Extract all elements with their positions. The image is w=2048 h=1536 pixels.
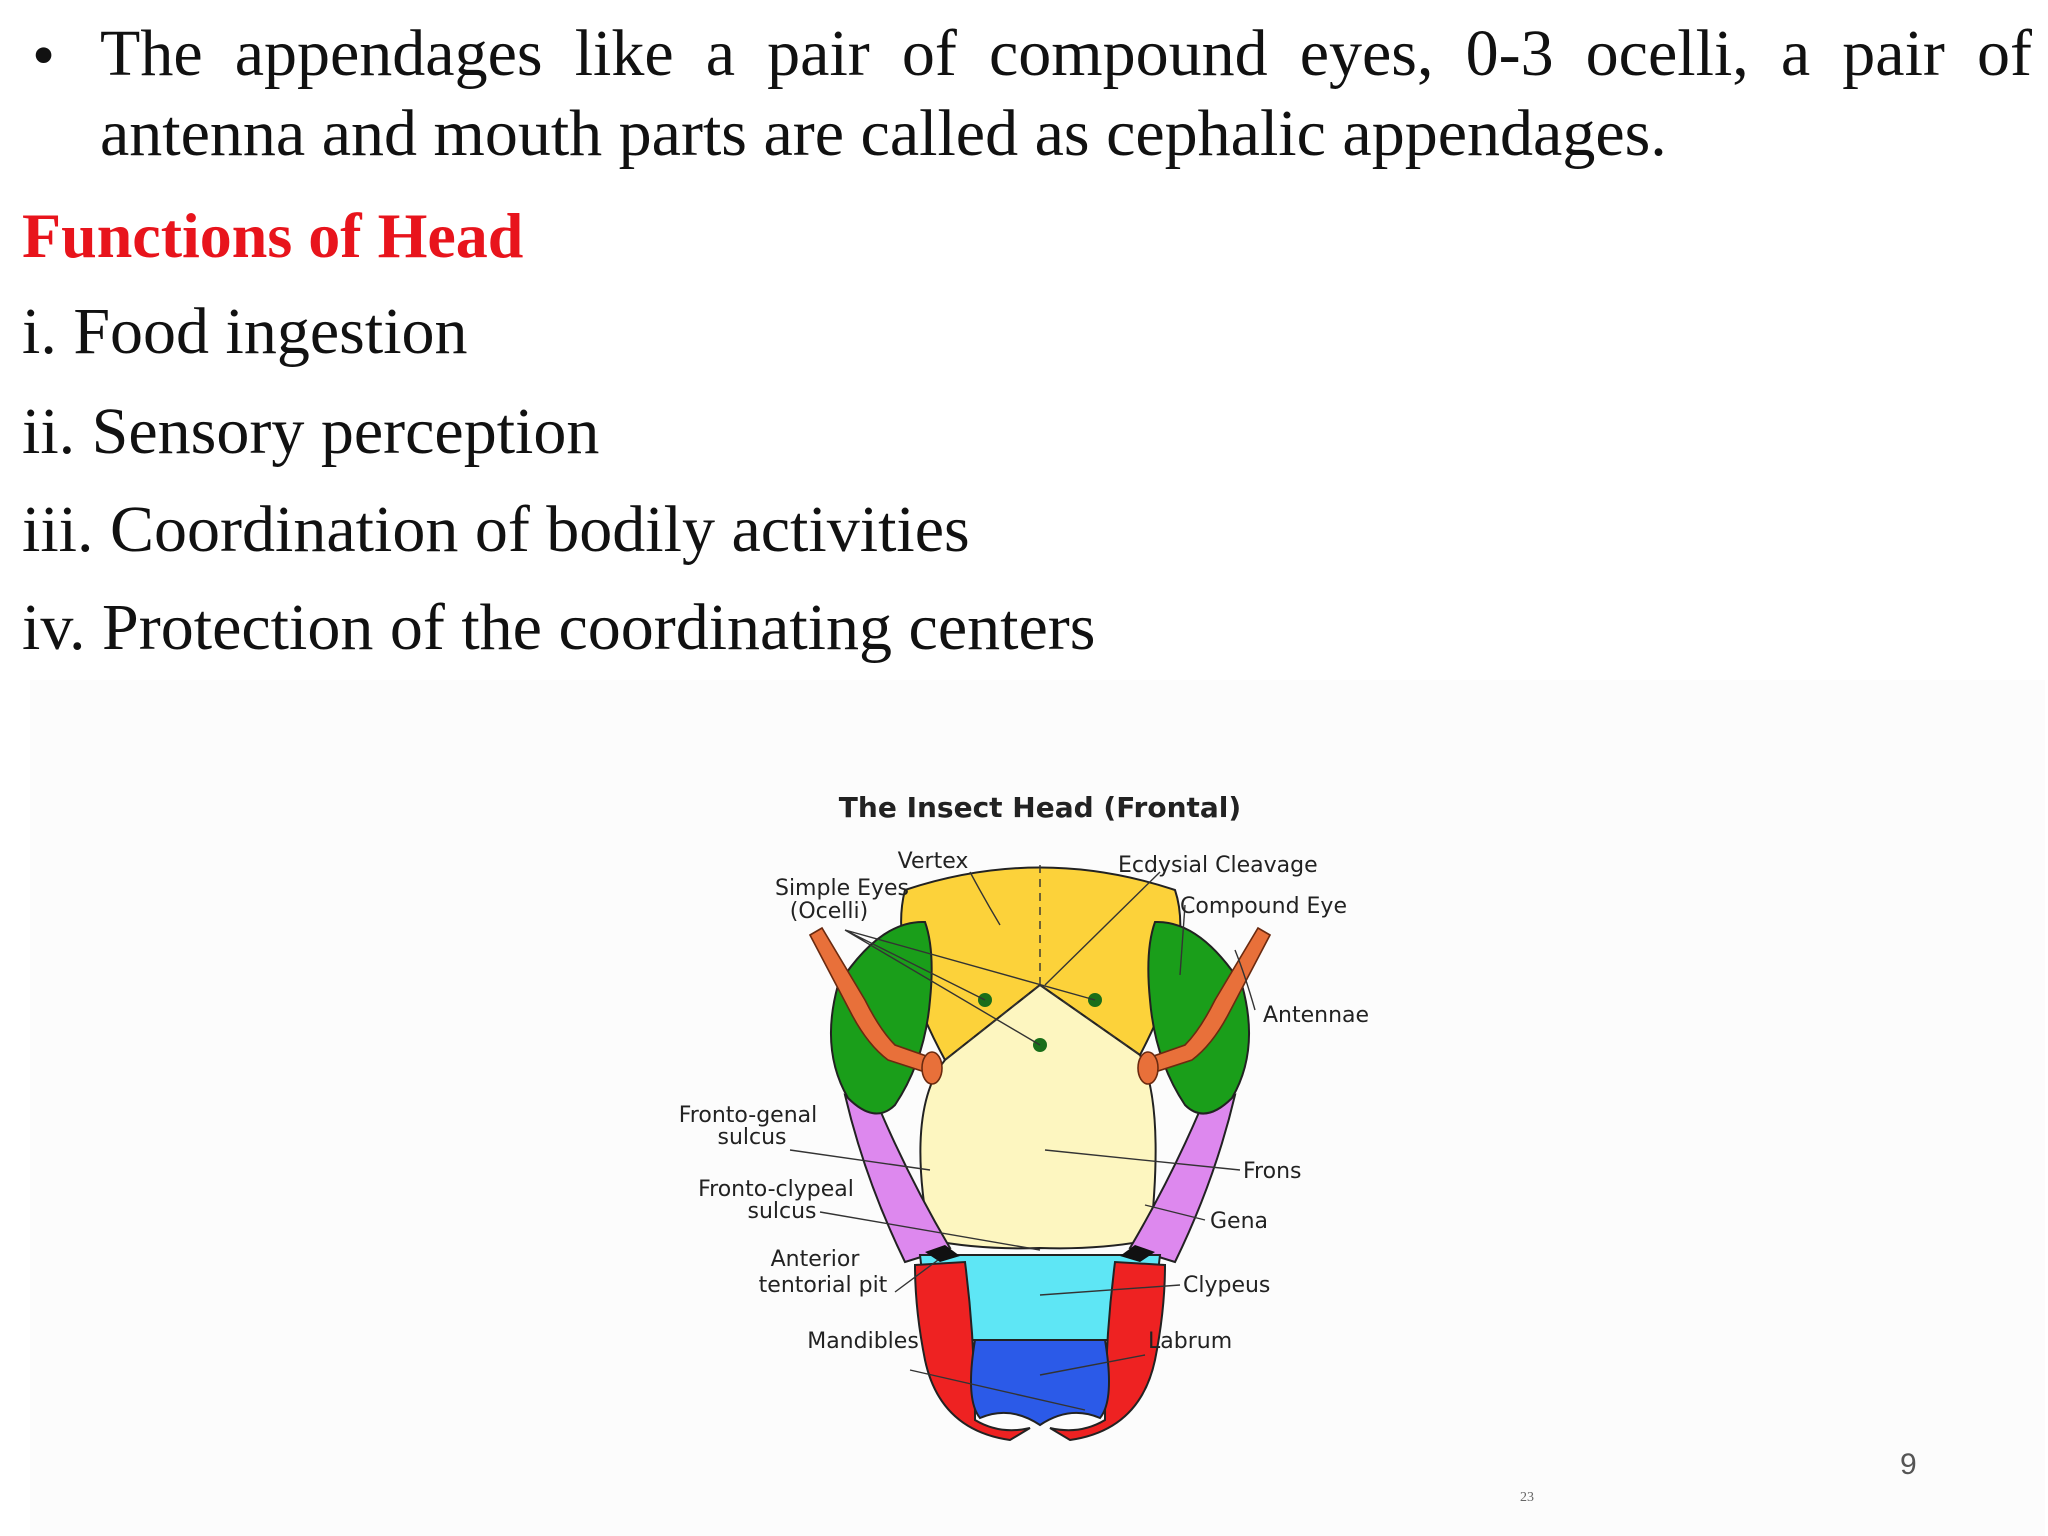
tentorial-pit-left [925,1245,960,1262]
diagram-title: The Insect Head (Frontal) [839,791,1241,824]
bullet-item: • The appendages like a pair of compound… [22,14,2032,174]
frons-region [919,983,1157,1250]
function-item: i. Food ingestion [22,295,468,368]
label-antennae: Antennae [1263,1003,1369,1028]
bullet-text: The appendages like a pair of compound e… [100,17,2032,170]
label-mandibles: Mandibles [807,1329,919,1354]
compound-eye-right [1147,920,1251,1115]
label-clypeus: Clypeus [1183,1273,1270,1298]
label-compound-eye: Compound Eye [1180,894,1347,919]
labrum-region [970,1339,1110,1427]
label-labrum: Labrum [1148,1329,1232,1354]
function-item: iii. Coordination of bodily activities [22,493,970,566]
label-fronto-genal: Fronto-genal [679,1103,818,1128]
label-gena: Gena [1210,1209,1268,1234]
label-fronto-clypeal-sulcus: sulcus [747,1199,816,1224]
tentorial-pit-right [1120,1245,1155,1262]
function-item: iv. Protection of the coordinating cente… [22,591,1096,664]
label-anterior: Anterior [771,1247,861,1272]
label-fronto-clypeal: Fronto-clypeal [698,1177,854,1202]
insect-head-diagram: The Insect Head (Frontal) [679,791,1369,1442]
antenna-left [808,926,943,1085]
antenna-right [1137,926,1272,1085]
function-item: ii. Sensory perception [22,395,600,468]
section-heading: Functions of Head [22,200,524,271]
label-fronto-genal-sulcus: sulcus [717,1125,786,1150]
label-ocelli: (Ocelli) [790,899,868,924]
label-frons: Frons [1243,1159,1301,1184]
ecdysial-line [944,865,1141,1061]
page-number: 9 [1900,1448,1917,1481]
label-vertex: Vertex [898,849,969,874]
label-ecdysial-cleavage: Ecdysial Cleavage [1118,853,1318,878]
label-tentorial-pit: tentorial pit [759,1273,888,1298]
leader-lines [789,871,1256,1411]
bullet-marker: • [32,19,56,92]
label-simple-eyes: Simple Eyes [775,876,909,901]
slide-footer-number: 23 [1520,1490,1534,1505]
